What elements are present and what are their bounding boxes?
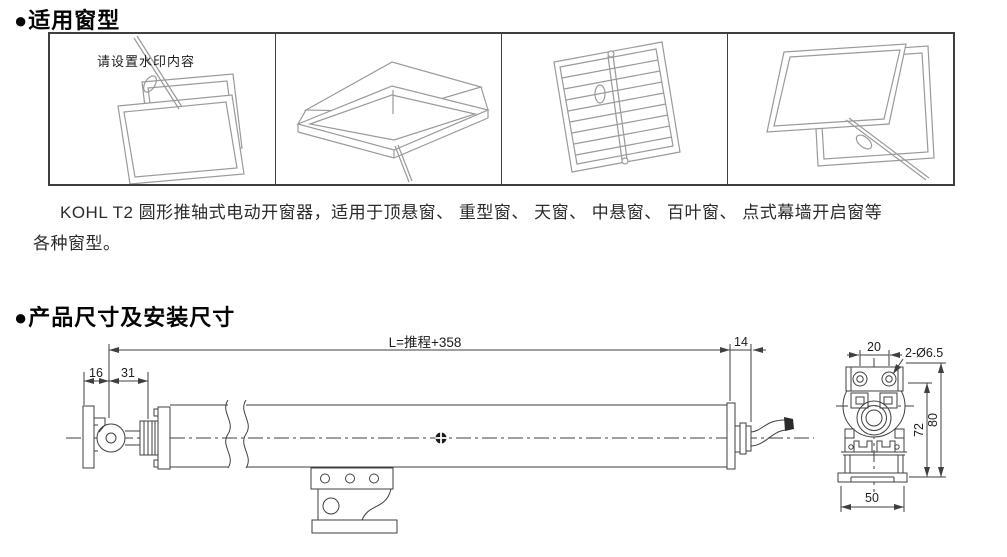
rear-end-cap	[726, 402, 752, 470]
section-title-window-types: ●适用窗型	[14, 8, 121, 33]
window-panel-2	[276, 34, 502, 184]
pin-hole	[105, 432, 117, 444]
dim-body-height-label: 72	[912, 423, 926, 437]
window-open-sash	[766, 43, 907, 133]
power-cable	[750, 417, 794, 447]
actuator-rod	[133, 35, 183, 110]
piston-rod	[125, 430, 141, 446]
dim-mount-holes-label: 2-Ø6.5	[905, 346, 943, 360]
dimension-drawing: L=推程+358 14 16 31	[66, 335, 946, 534]
top-hung-window-icon	[117, 35, 245, 184]
dim-overall-height-label: 80	[926, 413, 940, 427]
dim-clevis-width-label: 16	[89, 366, 103, 380]
window-panel-3	[502, 34, 728, 184]
watermark-text: 请设置水印内容	[97, 54, 196, 69]
window-type-panel-strip	[48, 32, 955, 186]
mounting-bracket	[310, 467, 398, 534]
dim-bracket-width-label: 50	[865, 491, 879, 505]
window-panel-4	[728, 34, 953, 184]
mounting-channel	[837, 428, 908, 483]
actuator-rod	[845, 117, 930, 181]
dim-end-cap-label: 14	[734, 335, 748, 349]
clevis-end	[82, 405, 126, 469]
louver-window-icon	[553, 41, 681, 173]
projected-window-icon	[766, 43, 935, 181]
window-open-sash	[117, 94, 245, 184]
description-line-1: KOHL T2 圆形推轴式电动开窗器，适用于顶悬窗、 重型窗、 天窗、 中悬窗、…	[60, 203, 883, 222]
front-end-cap	[153, 406, 171, 470]
dim-total-length-label: L=推程+358	[389, 335, 462, 350]
actuator-cross-section: 20 2-Ø6.5 72 80 50	[836, 340, 946, 512]
break-line	[225, 399, 231, 469]
skylight-window-icon	[296, 61, 490, 183]
dim-hole-spacing-label: 20	[867, 340, 881, 354]
tube-body	[170, 399, 727, 469]
dimension-lines	[83, 344, 766, 422]
actuator-side-view: L=推程+358 14 16 31	[66, 335, 814, 534]
description-line-2: 各种窗型。	[33, 234, 121, 253]
actuator-rod	[594, 50, 629, 165]
center-mark-icon	[435, 432, 447, 444]
window-panel-1	[50, 34, 276, 184]
section-title-product-dims: ●产品尺寸及安装尺寸	[14, 305, 236, 330]
louver-frame	[553, 41, 681, 173]
dimension-lines	[840, 350, 946, 512]
threaded-collar	[139, 420, 159, 456]
dim-clevis-to-body-label: 31	[121, 366, 135, 380]
actuator-rod	[394, 144, 413, 183]
motor-housing	[845, 366, 904, 392]
inner-mechanism	[850, 392, 898, 436]
break-line	[243, 399, 249, 469]
